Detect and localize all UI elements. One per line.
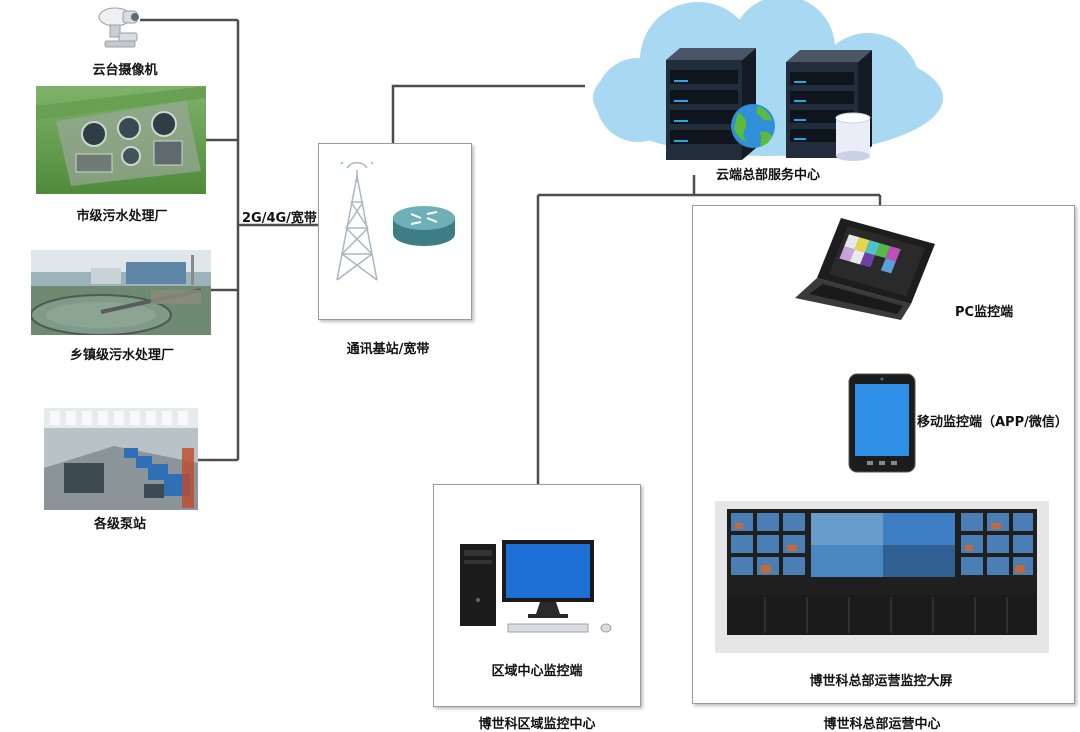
- laptop-icon: [795, 218, 935, 320]
- video-wall-icon: [715, 501, 1049, 653]
- city-plant-photo: [36, 86, 206, 194]
- router-icon: [393, 206, 455, 246]
- globe-icon: [731, 104, 775, 148]
- city-plant-label: 市级污水处理厂: [76, 209, 168, 224]
- database-icon: [835, 112, 871, 161]
- base-station-label: 通讯基站/宽带: [346, 342, 430, 357]
- ptz-camera-icon: [98, 7, 139, 48]
- video-wall-label: 博世科总部运营监控大屏: [809, 674, 953, 689]
- town-plant-photo: [31, 250, 211, 335]
- pump-station-label: 各级泵站: [93, 517, 147, 532]
- hq-operations-panel: PC监控端 移动监控端（APP/微信）: [692, 205, 1075, 704]
- town-plant-label: 乡镇级污水处理厂: [69, 348, 175, 363]
- desktop-computer-icon: [460, 540, 612, 633]
- station-cloud-link: [391, 84, 585, 143]
- tablet-icon: [848, 373, 916, 473]
- pump-station-photo: [44, 408, 198, 510]
- regional-terminal-label: 区域中心监控端: [491, 664, 583, 679]
- mobile-terminal-label: 移动监控端（APP/微信）: [917, 415, 1068, 430]
- ptz-camera-label: 云台摄像机: [92, 63, 158, 78]
- radio-tower-icon: [336, 162, 378, 281]
- base-station-panel: [318, 143, 472, 320]
- cloud-center-label: 云端总部服务中心: [715, 168, 821, 183]
- pc-terminal-label: PC监控端: [955, 305, 1014, 320]
- server-icon: [666, 48, 756, 160]
- regional-center-label: 博世科区域监控中心: [478, 717, 596, 732]
- cloud-server-center: [593, 0, 943, 161]
- link-type-label: 2G/4G/宽带: [242, 211, 317, 226]
- hq-center-label: 博世科总部运营中心: [823, 717, 941, 732]
- regional-monitoring-panel: [433, 484, 641, 707]
